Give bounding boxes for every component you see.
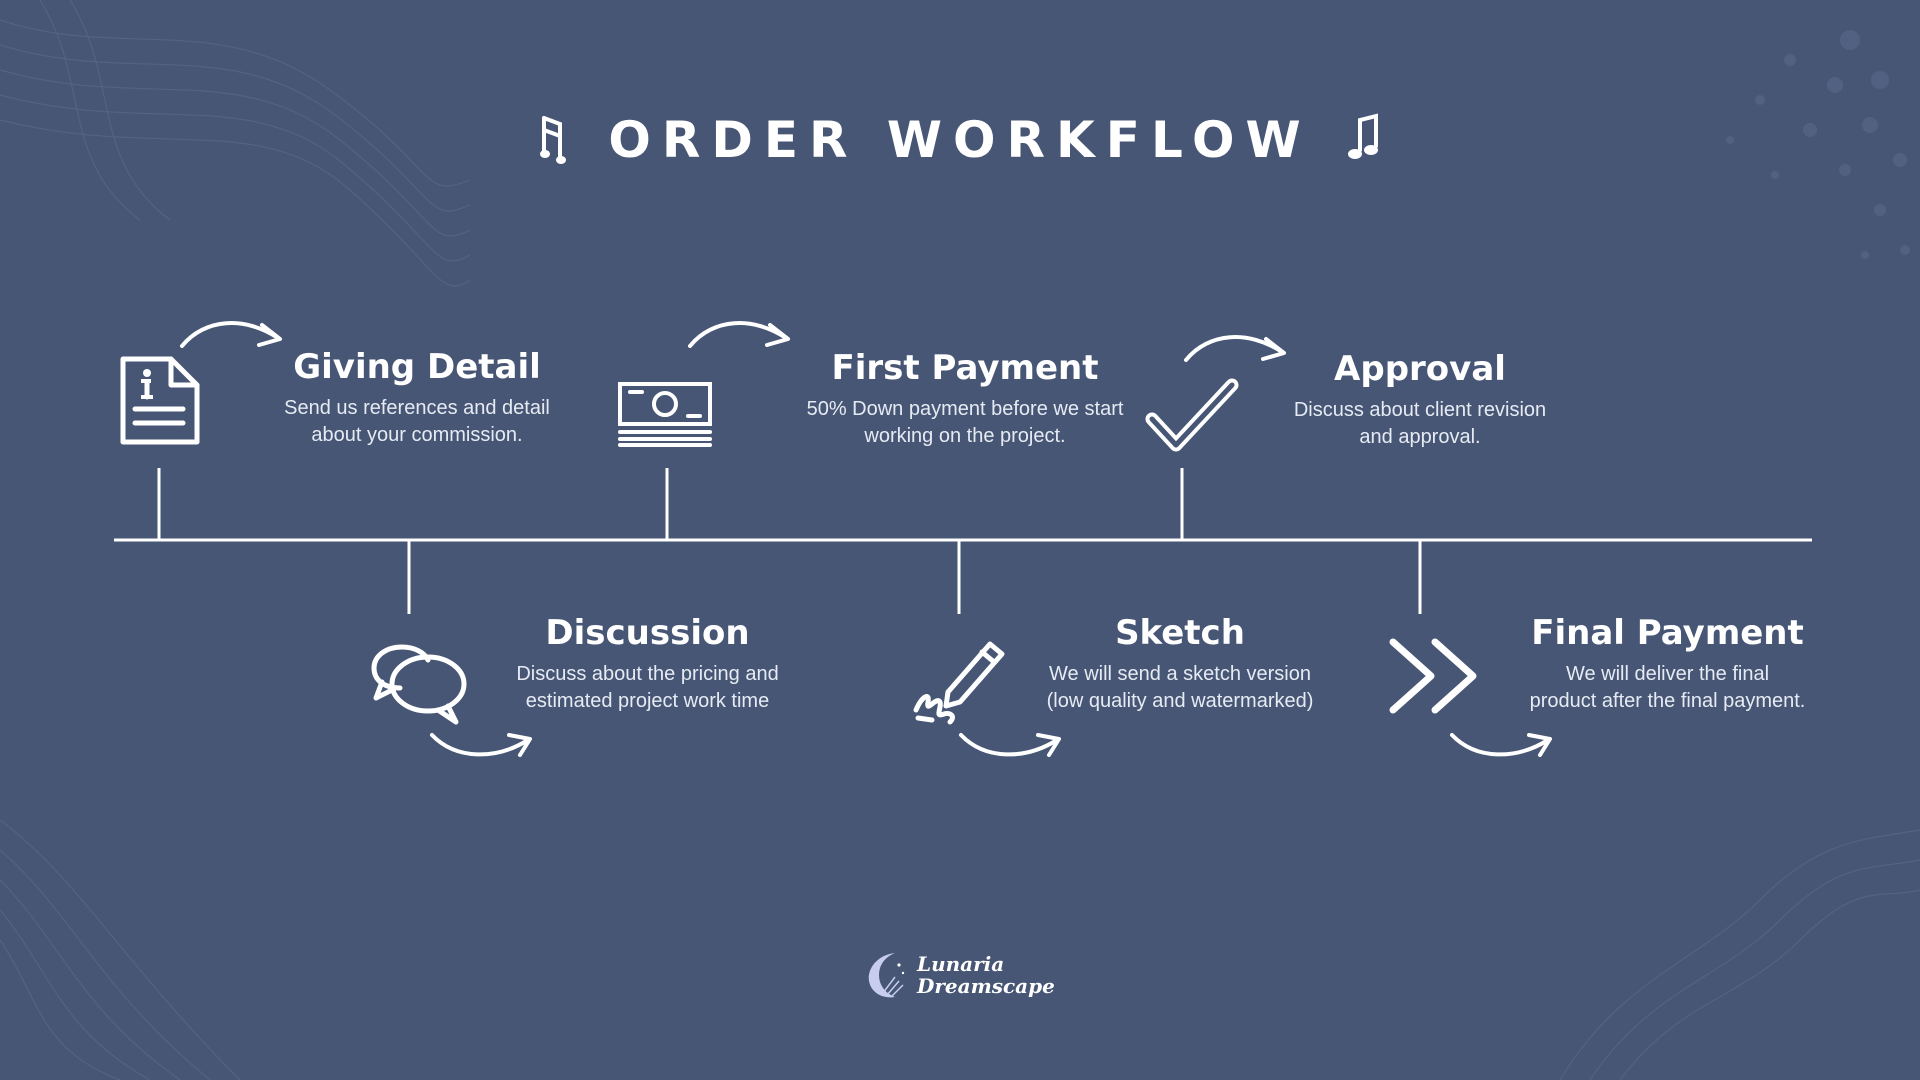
header: ORDER WORKFLOW — [0, 100, 1920, 180]
step-title: First Payment — [831, 348, 1099, 388]
step-final-payment: Final Payment We will deliver the final … — [1500, 613, 1835, 715]
step-giving-detail: Giving Detail Send us references and det… — [257, 347, 577, 449]
step-description: Discuss about the pricing and estimated … — [516, 663, 779, 713]
pencil-sketch-icon — [913, 641, 1005, 725]
chat-bubbles-icon — [371, 644, 467, 725]
double-chevron-right-icon — [1389, 638, 1477, 714]
document-info-icon — [120, 356, 200, 445]
curved-arrow-icon — [180, 321, 282, 348]
crescent-moon-logo-icon — [868, 953, 905, 998]
step-title: Discussion — [545, 613, 750, 653]
music-note-icon — [1347, 113, 1378, 159]
step-discussion: Discussion Discuss about the pricing and… — [490, 613, 805, 715]
curved-arrow-icon — [688, 321, 790, 348]
step-approval: Approval Discuss about client revision a… — [1250, 349, 1590, 451]
step-title: Approval — [1334, 349, 1506, 389]
brand-logo: Lunaria Dreamscape — [865, 945, 1055, 1005]
step-description: 50% Down payment before we start working… — [806, 398, 1124, 448]
step-description: We will deliver the final product after … — [1529, 663, 1806, 713]
curved-arrow-icon — [1450, 733, 1552, 757]
step-title: Final Payment — [1531, 613, 1804, 653]
money-bill-icon — [618, 382, 712, 447]
step-title: Sketch — [1115, 613, 1245, 653]
music-note-icon — [540, 116, 567, 164]
step-description: Discuss about client revision and approv… — [1293, 399, 1547, 449]
step-sketch: Sketch We will send a sketch version (lo… — [1020, 613, 1340, 715]
step-first-payment: First Payment 50% Down payment before we… — [775, 348, 1155, 450]
step-description: Send us references and detail about your… — [284, 397, 550, 447]
checkmark-icon — [1145, 378, 1239, 452]
step-description: We will send a sketch version (low quali… — [1046, 663, 1314, 713]
page-title: ORDER WORKFLOW — [608, 111, 1312, 169]
curved-arrow-icon — [430, 733, 532, 757]
step-title: Giving Detail — [293, 347, 541, 387]
brand-name: Lunaria Dreamscape — [917, 952, 1055, 998]
curved-arrow-icon — [959, 733, 1061, 757]
